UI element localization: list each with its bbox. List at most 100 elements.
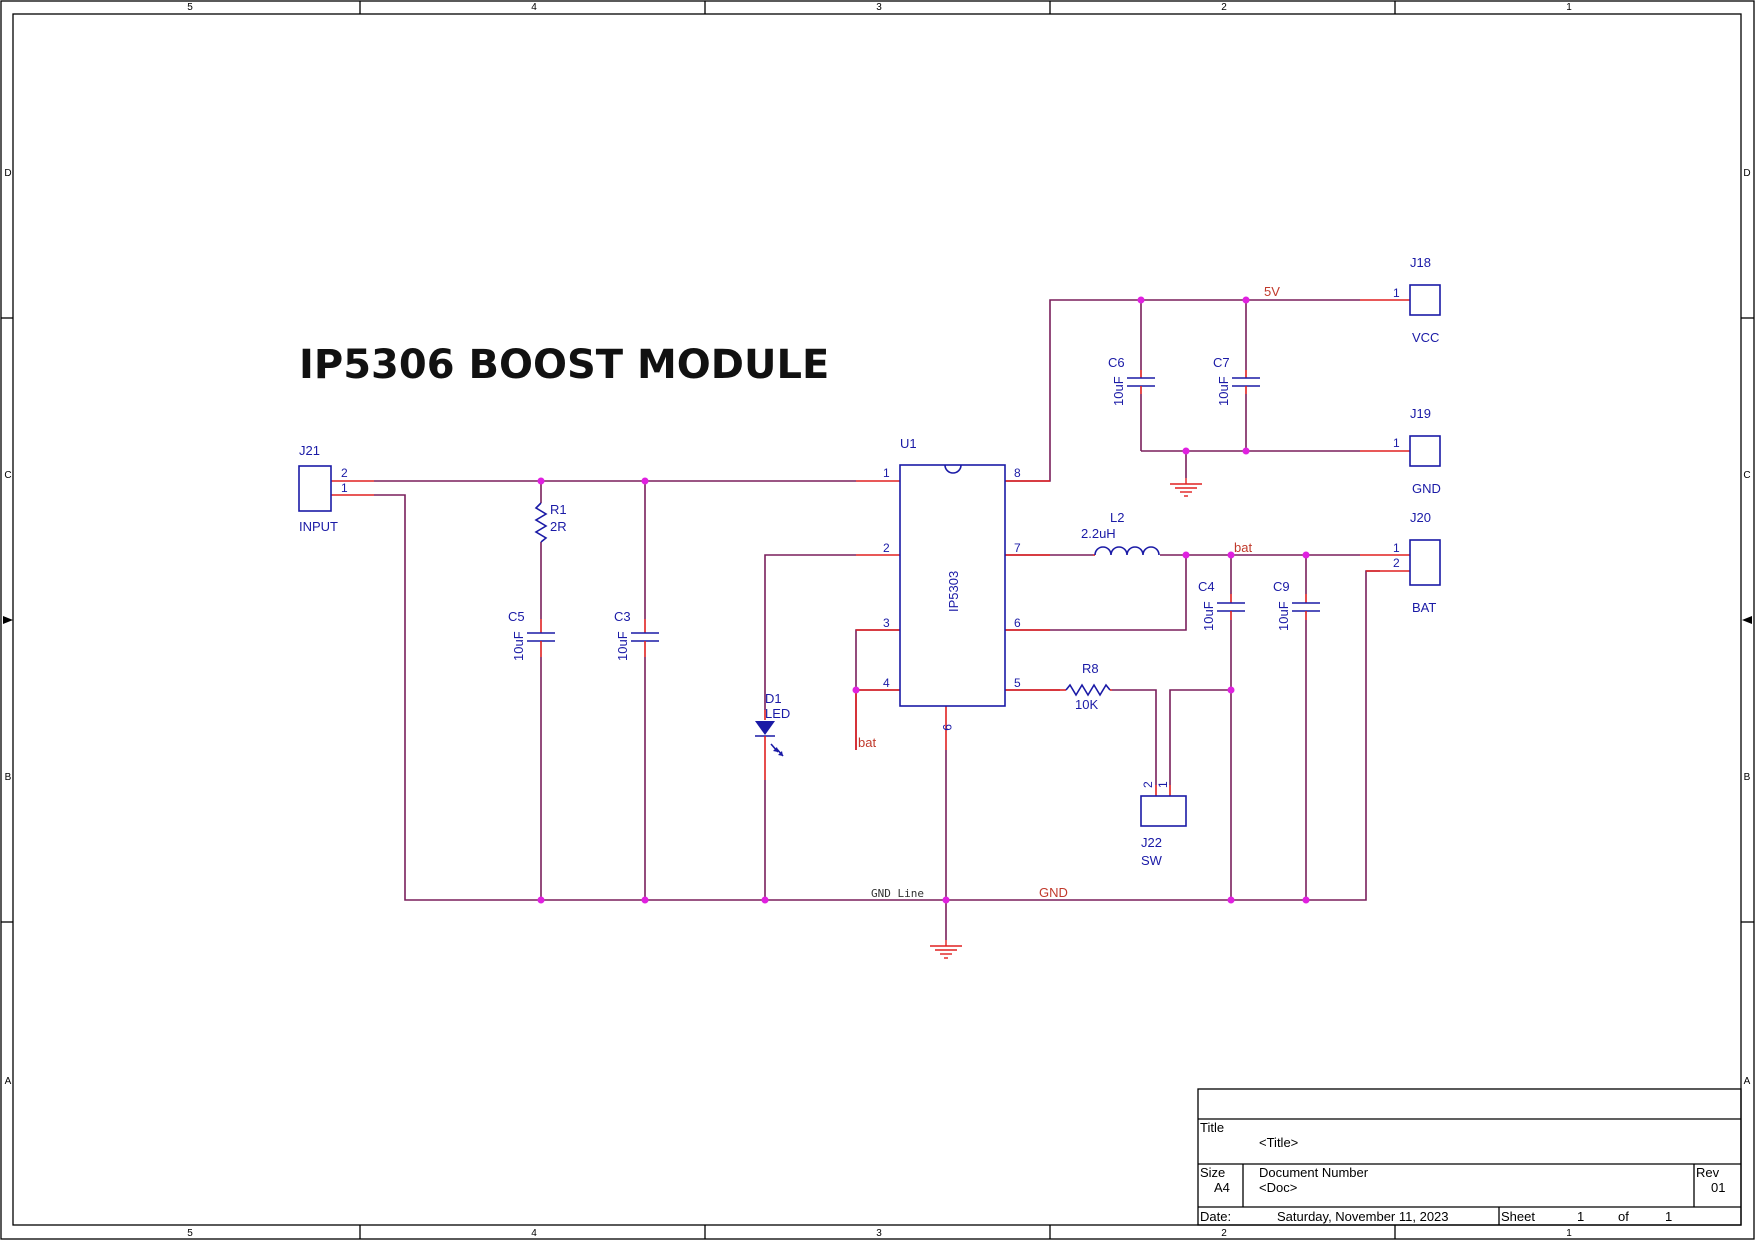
d1-ref: D1	[765, 691, 782, 706]
j18-pin-1: 1	[1393, 286, 1400, 300]
j21-pin-1: 1	[341, 481, 348, 495]
ic-u1: U1 IP5303 1 2 3 4 5 6 7 8 9	[883, 436, 1021, 731]
c6-ref: C6	[1108, 355, 1125, 370]
pin-stubs	[331, 299, 1410, 796]
tb-title-label: Title	[1200, 1120, 1224, 1135]
row-label-left: B	[5, 772, 12, 783]
col-label-bottom: 1	[1566, 1228, 1572, 1239]
row-label-right: B	[1744, 772, 1751, 783]
j19-pin-1: 1	[1393, 436, 1400, 450]
u1-pin-5: 5	[1014, 676, 1021, 690]
tb-size-label: Size	[1200, 1165, 1225, 1180]
c4-value: 10uF	[1201, 601, 1216, 631]
net-labels: 5V bat bat GND Line GND	[858, 284, 1280, 900]
u1-pin-4: 4	[883, 676, 890, 690]
tb-sheet-value: 1	[1577, 1209, 1584, 1224]
capacitor-c5: C5 10uF	[508, 609, 555, 661]
tb-rev-label: Rev	[1696, 1165, 1720, 1180]
row-label-right: C	[1743, 470, 1750, 481]
j22-value: SW	[1141, 853, 1163, 868]
col-label-bottom: 5	[187, 1228, 193, 1239]
c5-ref: C5	[508, 609, 525, 624]
r1-value: 2R	[550, 519, 567, 534]
u1-pin-9: 9	[940, 724, 954, 731]
u1-pin-6: 6	[1014, 616, 1021, 630]
inductor-l2: L2 2.2uH	[1081, 510, 1160, 556]
tb-of-value: 1	[1665, 1209, 1672, 1224]
j19-ref: J19	[1410, 406, 1431, 421]
col-label-bottom: 3	[876, 1228, 882, 1239]
j20-value: BAT	[1412, 600, 1436, 615]
col-label-top: 2	[1221, 2, 1227, 13]
j21-value: INPUT	[299, 519, 338, 534]
capacitor-c3: C3 10uF	[614, 609, 659, 661]
tb-date-label: Date:	[1200, 1209, 1231, 1224]
net-label-gnd: GND	[1039, 885, 1068, 900]
c3-ref: C3	[614, 609, 631, 624]
j22-pin-2: 2	[1141, 781, 1155, 788]
u1-pin-7: 7	[1014, 541, 1021, 555]
l2-ref: L2	[1110, 510, 1124, 525]
j20-pin-1: 1	[1393, 541, 1400, 555]
title-block: Title <Title> Size A4 Document Number <D…	[1197, 1088, 1742, 1226]
d1-value: LED	[765, 706, 790, 721]
j21-ref: J21	[299, 443, 320, 458]
u1-pin-1: 1	[883, 466, 890, 480]
tb-title-value: <Title>	[1259, 1135, 1298, 1150]
col-label-top: 3	[876, 2, 882, 13]
net-label-5v: 5V	[1264, 284, 1280, 299]
connector-j18: J18 VCC 1	[1393, 255, 1441, 345]
tb-of-label: of	[1618, 1209, 1629, 1224]
l2-value: 2.2uH	[1081, 526, 1116, 541]
j22-ref: J22	[1141, 835, 1162, 850]
r8-value: 10K	[1075, 697, 1098, 712]
r1-ref: R1	[550, 502, 567, 517]
schematic-title: IP5306 BOOST MODULE	[299, 342, 829, 388]
row-label-right: A	[1744, 1076, 1751, 1087]
c7-value: 10uF	[1216, 376, 1231, 406]
resistor-r8: R8 10K	[1050, 661, 1112, 712]
capacitor-c7: C7 10uF	[1213, 355, 1260, 406]
u1-pin-2: 2	[883, 541, 890, 555]
c5-value: 10uF	[511, 631, 526, 661]
col-label-top: 5	[187, 2, 193, 13]
connector-j19: J19 GND 1	[1393, 406, 1441, 496]
tb-docnum-label: Document Number	[1259, 1165, 1369, 1180]
capacitor-c9: C9 10uF	[1273, 579, 1320, 631]
col-label-bottom: 4	[531, 1228, 537, 1239]
junctions	[537, 296, 1310, 904]
u1-value: IP5303	[946, 571, 961, 612]
u1-ref: U1	[900, 436, 917, 451]
led-d1: D1 LED	[755, 691, 790, 780]
ground-symbol-top	[1170, 478, 1202, 497]
resistor-r1: R1 2R	[534, 502, 567, 543]
tb-rev-value: 01	[1711, 1180, 1725, 1195]
tb-docnum-value: <Doc>	[1259, 1180, 1297, 1195]
col-label-bottom: 2	[1221, 1228, 1227, 1239]
j18-value: VCC	[1412, 330, 1439, 345]
tb-date-value: Saturday, November 11, 2023	[1277, 1209, 1449, 1224]
row-label-left: A	[5, 1076, 12, 1087]
col-label-top: 1	[1566, 2, 1572, 13]
j18-ref: J18	[1410, 255, 1431, 270]
ground-symbol-main	[930, 940, 962, 959]
row-label-right: D	[1743, 168, 1750, 179]
c7-ref: C7	[1213, 355, 1230, 370]
j20-ref: J20	[1410, 510, 1431, 525]
col-label-top: 4	[531, 2, 537, 13]
c4-ref: C4	[1198, 579, 1215, 594]
net-label-gnd-line: GND Line	[871, 887, 924, 900]
row-label-left: C	[4, 470, 11, 481]
j22-pin-1: 1	[1156, 781, 1170, 788]
net-label-bat: bat	[1234, 540, 1252, 555]
tb-size-value: A4	[1214, 1180, 1230, 1195]
connector-j21: J21 INPUT 2 1	[298, 443, 348, 534]
u1-pin-3: 3	[883, 616, 890, 630]
net-label-bat-pin4: bat	[858, 735, 876, 750]
u1-pin-8: 8	[1014, 466, 1021, 480]
j19-value: GND	[1412, 481, 1441, 496]
j21-pin-2: 2	[341, 466, 348, 480]
capacitor-c6: C6 10uF	[1108, 355, 1155, 406]
